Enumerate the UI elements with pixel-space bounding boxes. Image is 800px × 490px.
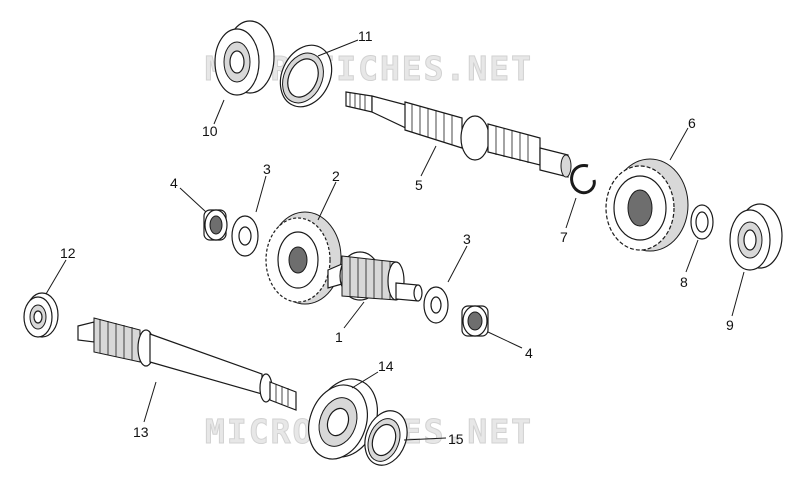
callout-4-right: 4 bbox=[525, 345, 533, 361]
callout-6: 6 bbox=[688, 115, 696, 131]
callout-13: 13 bbox=[133, 424, 149, 440]
callout-3-left: 3 bbox=[263, 161, 271, 177]
callout-2: 2 bbox=[332, 168, 340, 184]
callout-3-right: 3 bbox=[463, 231, 471, 247]
part-1-pinion bbox=[327, 251, 423, 302]
callout-12: 12 bbox=[60, 245, 76, 261]
part-11-seal bbox=[279, 44, 333, 108]
callout-9: 9 bbox=[726, 317, 734, 333]
callout-1: 1 bbox=[335, 329, 343, 345]
callout-14: 14 bbox=[378, 358, 394, 374]
leader-lines bbox=[45, 39, 745, 441]
part-15-seal bbox=[364, 410, 408, 466]
part-3-washer-right bbox=[423, 286, 449, 324]
callout-5: 5 bbox=[415, 177, 423, 193]
part-13-shaft bbox=[77, 317, 297, 411]
callout-10: 10 bbox=[202, 123, 218, 139]
callout-11: 11 bbox=[358, 28, 373, 44]
part-3-washer-left bbox=[231, 215, 259, 257]
callout-8: 8 bbox=[680, 274, 688, 290]
callout-7: 7 bbox=[560, 229, 568, 245]
part-5-shaft bbox=[345, 91, 572, 178]
part-6-gear bbox=[605, 158, 689, 252]
callout-15: 15 bbox=[448, 431, 464, 447]
part-12-bearing bbox=[23, 292, 59, 338]
part-14-bearing bbox=[308, 378, 378, 460]
part-4-needle-bearing-left bbox=[203, 209, 228, 241]
part-7-circlip bbox=[570, 164, 596, 195]
part-8-washer bbox=[690, 204, 714, 240]
part-2-gear bbox=[265, 211, 342, 305]
part-10-bearing bbox=[214, 20, 275, 96]
callout-4-left: 4 bbox=[170, 175, 178, 191]
part-9-bearing bbox=[729, 203, 783, 271]
part-4-needle-bearing-right bbox=[461, 305, 489, 337]
